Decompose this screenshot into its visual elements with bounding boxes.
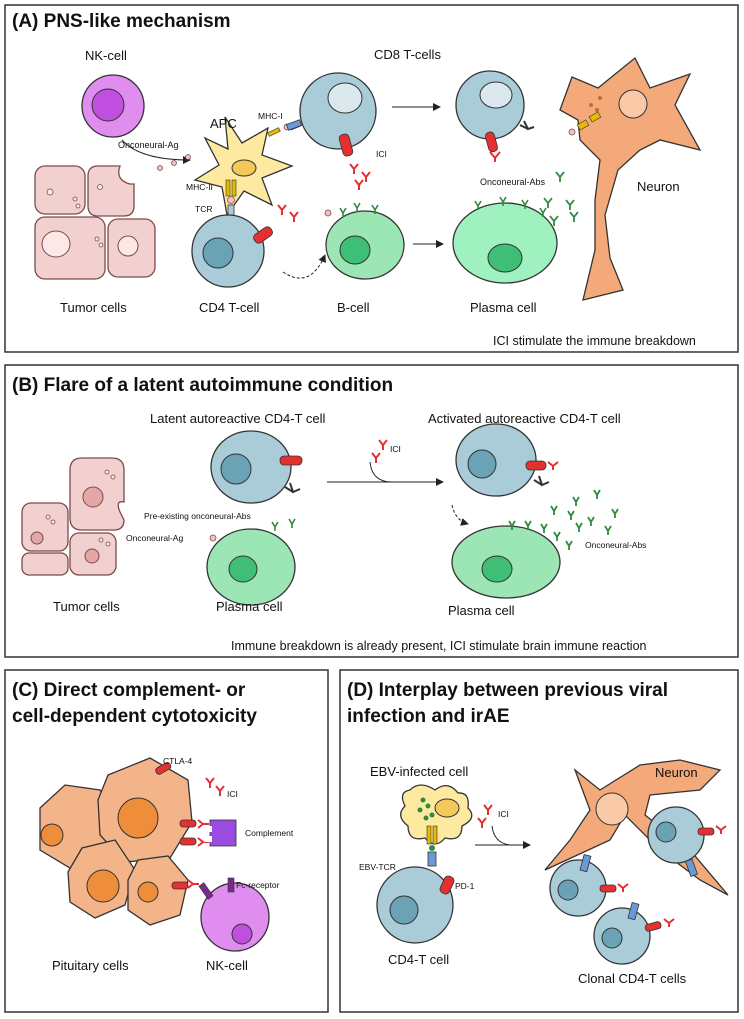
plasma-cell-b1	[206, 518, 296, 606]
cd8-label: CD8 T-cells	[374, 47, 441, 62]
complement-label: Complement	[245, 828, 294, 838]
pituitary-cells	[39, 757, 193, 926]
onconeural-abs-label-b: Onconeural-Abs	[585, 540, 646, 550]
ici-antibodies-c	[187, 777, 225, 889]
ici-antibodies-b	[371, 439, 388, 463]
panel-c-title-1: (C) Direct complement- or	[12, 680, 246, 701]
preexisting-abs-label: Pre-existing onconeural-Abs	[144, 511, 251, 521]
mhc1-label: MHC-I	[258, 111, 283, 121]
tumor-cells-a	[34, 165, 156, 280]
apc-cell	[193, 116, 294, 217]
panel-c: (C) Direct complement- or cell-dependent…	[4, 669, 329, 1013]
bcell-label: B-cell	[337, 300, 370, 315]
pituitary-label: Pituitary cells	[52, 958, 129, 973]
activated-label: Activated autoreactive CD4-T cell	[428, 411, 621, 426]
cd8-t-cell-1	[285, 72, 377, 157]
ctla4-receptors	[155, 762, 197, 890]
ici-antibodies-a	[349, 163, 371, 190]
ebv-infected-cell	[400, 784, 473, 867]
tumor-cells-b	[21, 457, 125, 576]
ici-label-a: ICI	[376, 149, 387, 159]
onconeural-abs-b	[508, 489, 619, 550]
cd8-t-cell-2	[455, 70, 535, 162]
ici-join-arrow-b	[369, 461, 393, 483]
onconeural-ag-arrow	[121, 139, 191, 164]
panel-d-title-1: (D) Interplay between previous viral	[347, 680, 668, 701]
plasma-cell-a	[452, 196, 558, 284]
ici-label-b: ICI	[390, 444, 401, 454]
plasma-cell-b2	[451, 525, 561, 599]
panel-c-title-2: cell-dependent cytotoxicity	[12, 706, 257, 727]
nk-cell-a	[81, 74, 145, 138]
onconeural-abs-a	[543, 171, 579, 226]
panel-b-note: Immune breakdown is already present, ICI…	[231, 639, 647, 653]
cd4-label-a: CD4 T-cell	[199, 300, 260, 315]
cd4-to-bcell-arrow	[282, 254, 326, 279]
ici-label-c: ICI	[227, 789, 238, 799]
fc-receptor-label: Fc-receptor	[236, 880, 280, 890]
plasma-label-b1: Plasma cell	[216, 599, 283, 614]
ici-antibodies-d	[477, 804, 493, 828]
latent-cd4-t-cell	[210, 430, 303, 504]
neuron-label-a: Neuron	[637, 179, 680, 194]
plasma-label-b2: Plasma cell	[448, 603, 515, 618]
tcr-label: TCR	[195, 204, 212, 214]
cd4-t-cell-a	[191, 204, 299, 288]
clonal-label: Clonal CD4-T cells	[578, 971, 687, 986]
ebv-cell-label: EBV-infected cell	[370, 764, 468, 779]
neuron-a	[559, 56, 702, 301]
onconeural-abs-label-a: Onconeural-Abs	[480, 177, 546, 187]
mhc2-label: MHC-II	[186, 182, 213, 192]
panel-d: (D) Interplay between previous viral inf…	[339, 669, 739, 1013]
cd4-label-d: CD4-T cell	[388, 952, 449, 967]
panel-d-title-2: infection and irAE	[347, 706, 510, 727]
clonal-cd4-t-cells	[549, 806, 727, 965]
panel-a-title: (A) PNS-like mechanism	[12, 11, 231, 32]
ebv-tcr-label: EBV-TCR	[359, 862, 396, 872]
activation-to-plasma-arrow-b	[451, 504, 469, 526]
panel-b: (B) Flare of a latent autoimmune conditi…	[4, 364, 739, 658]
panel-a-note: ICI stimulate the immune breakdown	[493, 334, 696, 348]
latent-label: Latent autoreactive CD4-T cell	[150, 411, 325, 426]
cd4-t-cell-d	[376, 866, 455, 944]
nk-label-c: NK-cell	[206, 958, 248, 973]
tumor-cells-label: Tumor cells	[60, 300, 127, 315]
ici-label-d: ICI	[498, 809, 509, 819]
nk-cell-c	[198, 877, 270, 952]
activated-cd4-t-cell	[455, 423, 559, 497]
panel-a: (A) PNS-like mechanism NK-cell Onconeura…	[4, 4, 739, 353]
pd1-label: PD-1	[455, 881, 475, 891]
apc-label: APC	[210, 116, 237, 131]
panel-b-title: (B) Flare of a latent autoimmune conditi…	[12, 375, 393, 396]
antigen-dots	[157, 154, 191, 171]
complement-complex	[204, 819, 237, 847]
neuron-label-d: Neuron	[655, 765, 698, 780]
plasma-label-a: Plasma cell	[470, 300, 537, 315]
b-cell-a	[324, 202, 405, 280]
tumor-cells-label-b: Tumor cells	[53, 599, 120, 614]
onconeural-ag-label: Onconeural-Ag	[118, 140, 179, 150]
nk-cell-label: NK-cell	[85, 48, 127, 63]
ctla4-label: CTLA-4	[163, 756, 193, 766]
onconeural-ag-label-b: Onconeural-Ag	[126, 533, 183, 543]
